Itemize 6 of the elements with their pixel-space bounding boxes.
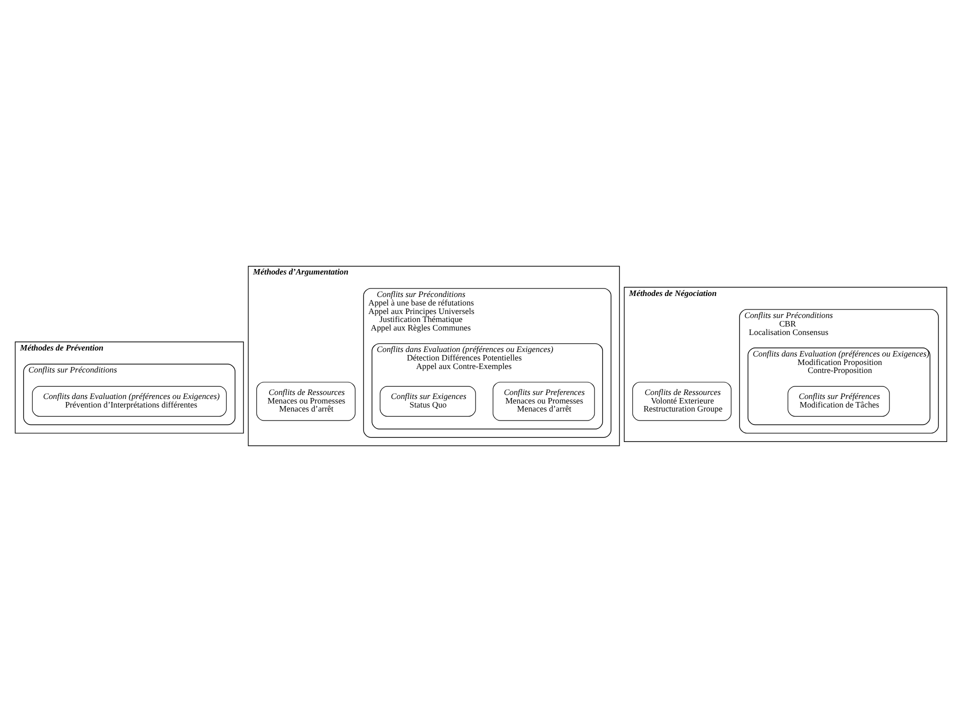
node-box: Conflits sur Exigences Status Quo <box>380 386 476 416</box>
node-box: Conflits de Ressources Volonté Exterieure Restructuration Groupe <box>632 381 732 420</box>
node-box: Conflits de Ressources Menaces ou Promesses Menaces d’arrêt <box>256 381 356 420</box>
node-box: Conflits sur Preferences Menaces ou Promesses Menaces d’arrêt <box>492 381 595 420</box>
node-box: Conflits dans Evaluation (préférences ou Exigences) Prévention d’Interprétations différentes <box>32 386 227 416</box>
node-box: Conflits sur Préférences Modification de Tâches <box>788 386 890 416</box>
